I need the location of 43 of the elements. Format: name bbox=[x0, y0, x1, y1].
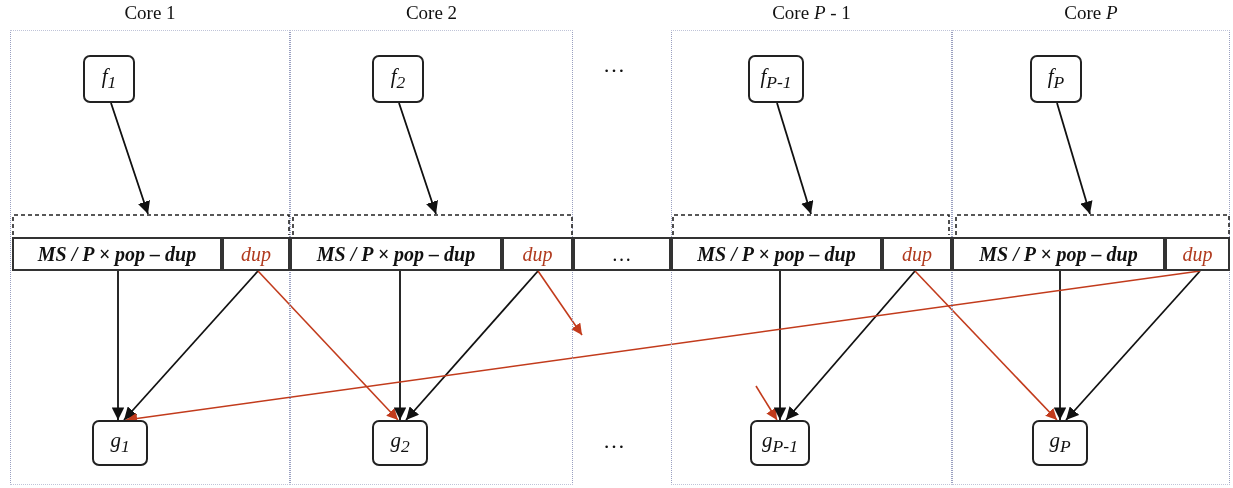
arrow bbox=[785, 270, 916, 421]
formula-cell: MS / P × pop – dup bbox=[290, 237, 502, 271]
function-box: f$_{P-1}$ bbox=[748, 55, 804, 103]
function-box: g$_{1}$ bbox=[92, 420, 148, 466]
function-box: f$_{2}$ bbox=[372, 55, 424, 103]
arrow bbox=[1065, 270, 1201, 421]
formula-cell: MS / P × pop – dup bbox=[671, 237, 882, 271]
function-box: f$_{P}$ bbox=[1030, 55, 1082, 103]
ellipsis: … bbox=[603, 428, 625, 454]
column-title: Core 1 bbox=[123, 2, 177, 24]
function-box: g$_{2}$ bbox=[372, 420, 428, 466]
column-title: Core 2 bbox=[404, 2, 459, 24]
bracket bbox=[12, 214, 290, 236]
arrow bbox=[110, 102, 150, 215]
arrow bbox=[537, 270, 583, 336]
arrow bbox=[111, 270, 125, 421]
formula-cell: MS / P × pop – dup bbox=[952, 237, 1165, 271]
bracket bbox=[955, 214, 1230, 236]
bracket bbox=[672, 214, 950, 236]
function-box: f$_{1}$ bbox=[83, 55, 135, 103]
column-title: Core P bbox=[1063, 2, 1119, 24]
dup-cell: dup bbox=[222, 237, 290, 271]
arrow bbox=[773, 270, 787, 421]
dup-cell: dup bbox=[882, 237, 952, 271]
function-box: g$_{P}$ bbox=[1032, 420, 1088, 466]
arrow bbox=[914, 270, 1058, 421]
dup-cell: dup bbox=[1165, 237, 1230, 271]
bracket bbox=[292, 214, 573, 236]
arrow bbox=[755, 385, 778, 421]
ellipsis: … bbox=[603, 52, 625, 78]
arrow bbox=[123, 270, 259, 421]
arrow bbox=[405, 270, 539, 421]
formula-cell: MS / P × pop – dup bbox=[12, 237, 222, 271]
dup-cell: dup bbox=[502, 237, 573, 271]
ellipsis-cell: … bbox=[573, 237, 671, 271]
column-title: Core P - 1 bbox=[771, 2, 852, 24]
function-box: g$_{P-1}$ bbox=[750, 420, 810, 466]
arrow bbox=[776, 102, 814, 215]
arrow bbox=[393, 270, 407, 421]
arrow bbox=[257, 270, 399, 421]
arrow bbox=[1053, 270, 1067, 421]
arrow bbox=[1056, 102, 1093, 215]
arrow bbox=[398, 102, 438, 215]
